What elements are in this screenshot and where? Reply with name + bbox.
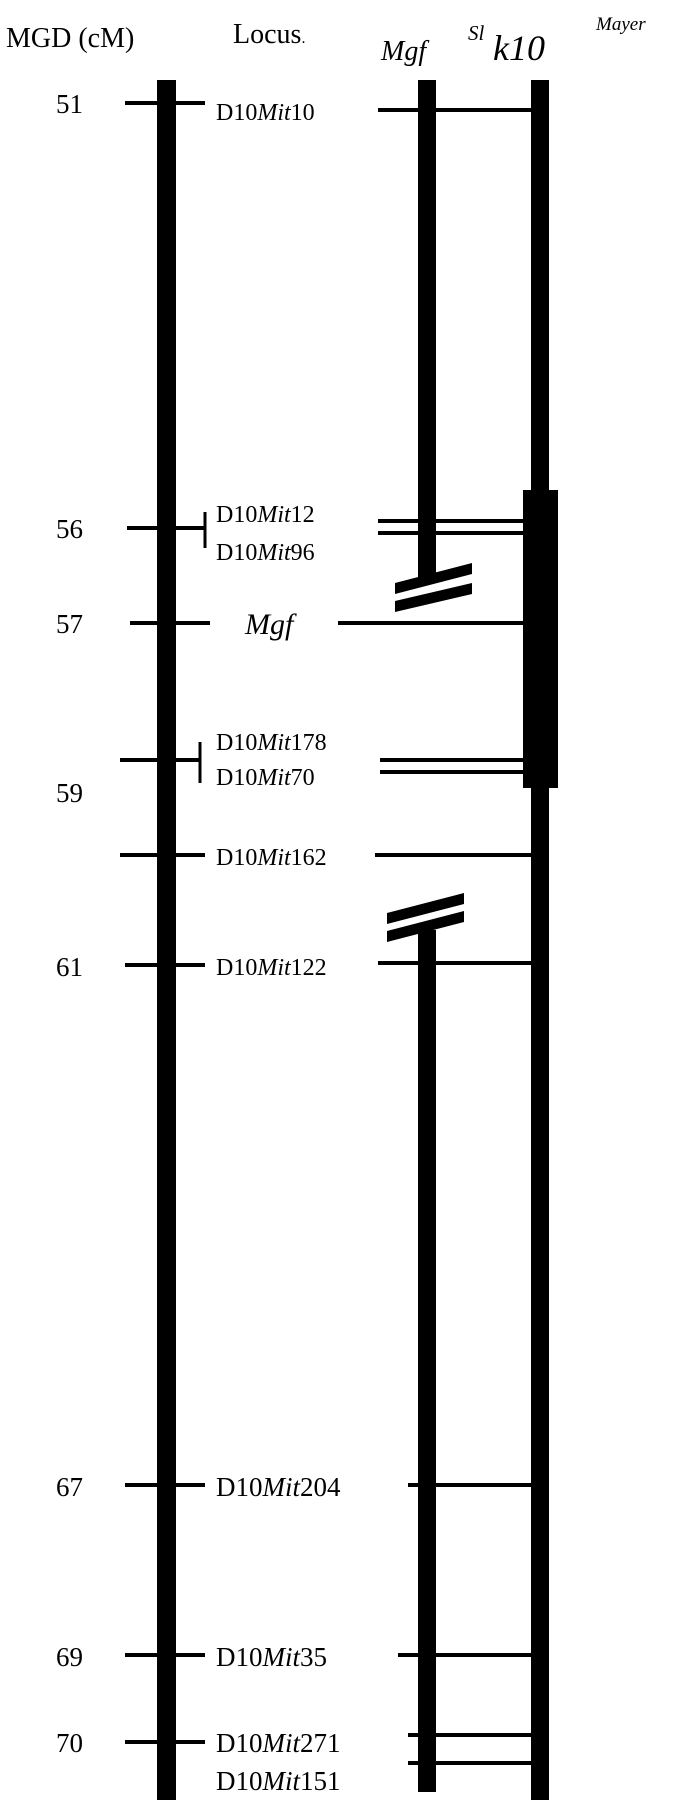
marker-label: D10Mit10 xyxy=(216,100,315,126)
svg-text:69: 69 xyxy=(56,1642,83,1672)
locus-header: Locus. xyxy=(233,19,305,50)
mgf-break-upper xyxy=(395,563,472,612)
k10-chromosome xyxy=(531,80,549,1800)
allele-lines xyxy=(338,108,531,1765)
svg-text:59: 59 xyxy=(56,778,83,808)
mgf-chromosome-lower xyxy=(418,930,436,1792)
marker-label: D10Mit96 xyxy=(216,540,315,566)
k10-header: k10 xyxy=(493,28,545,68)
reference-chromosome xyxy=(157,80,176,1800)
marker-label: D10Mit178 xyxy=(216,730,327,756)
mgd-header: MGD (cM) xyxy=(6,23,134,54)
svg-text:61: 61 xyxy=(56,952,83,982)
svg-text:67: 67 xyxy=(56,1472,83,1502)
position-labels: 51 56 57 59 61 67 69 70 xyxy=(56,89,83,1758)
mgf-allele-sup: Sl xyxy=(468,21,485,45)
marker-label: D10Mit204 xyxy=(216,1472,341,1502)
svg-text:57: 57 xyxy=(56,609,83,639)
svg-text:70: 70 xyxy=(56,1728,83,1758)
mgf-break-lower xyxy=(387,893,464,942)
marker-label-mgf: Mgf xyxy=(244,608,297,641)
marker-label: D10Mit12 xyxy=(216,502,315,528)
marker-label: D10Mit35 xyxy=(216,1642,327,1672)
marker-label: D10Mit70 xyxy=(216,765,315,791)
svg-text:51: 51 xyxy=(56,89,83,119)
k10-allele-sup: Mayer xyxy=(595,14,646,35)
marker-label: D10Mit271 xyxy=(216,1728,341,1758)
mgf-chromosome-upper xyxy=(418,80,436,578)
marker-label: D10Mit162 xyxy=(216,845,327,871)
svg-text:56: 56 xyxy=(56,514,83,544)
reference-ticks xyxy=(120,101,210,1744)
mgf-header: Mgf xyxy=(380,36,429,67)
marker-label: D10Mit122 xyxy=(216,955,327,981)
marker-label: D10Mit151 xyxy=(216,1766,341,1796)
k10-deletion-region xyxy=(523,490,558,788)
